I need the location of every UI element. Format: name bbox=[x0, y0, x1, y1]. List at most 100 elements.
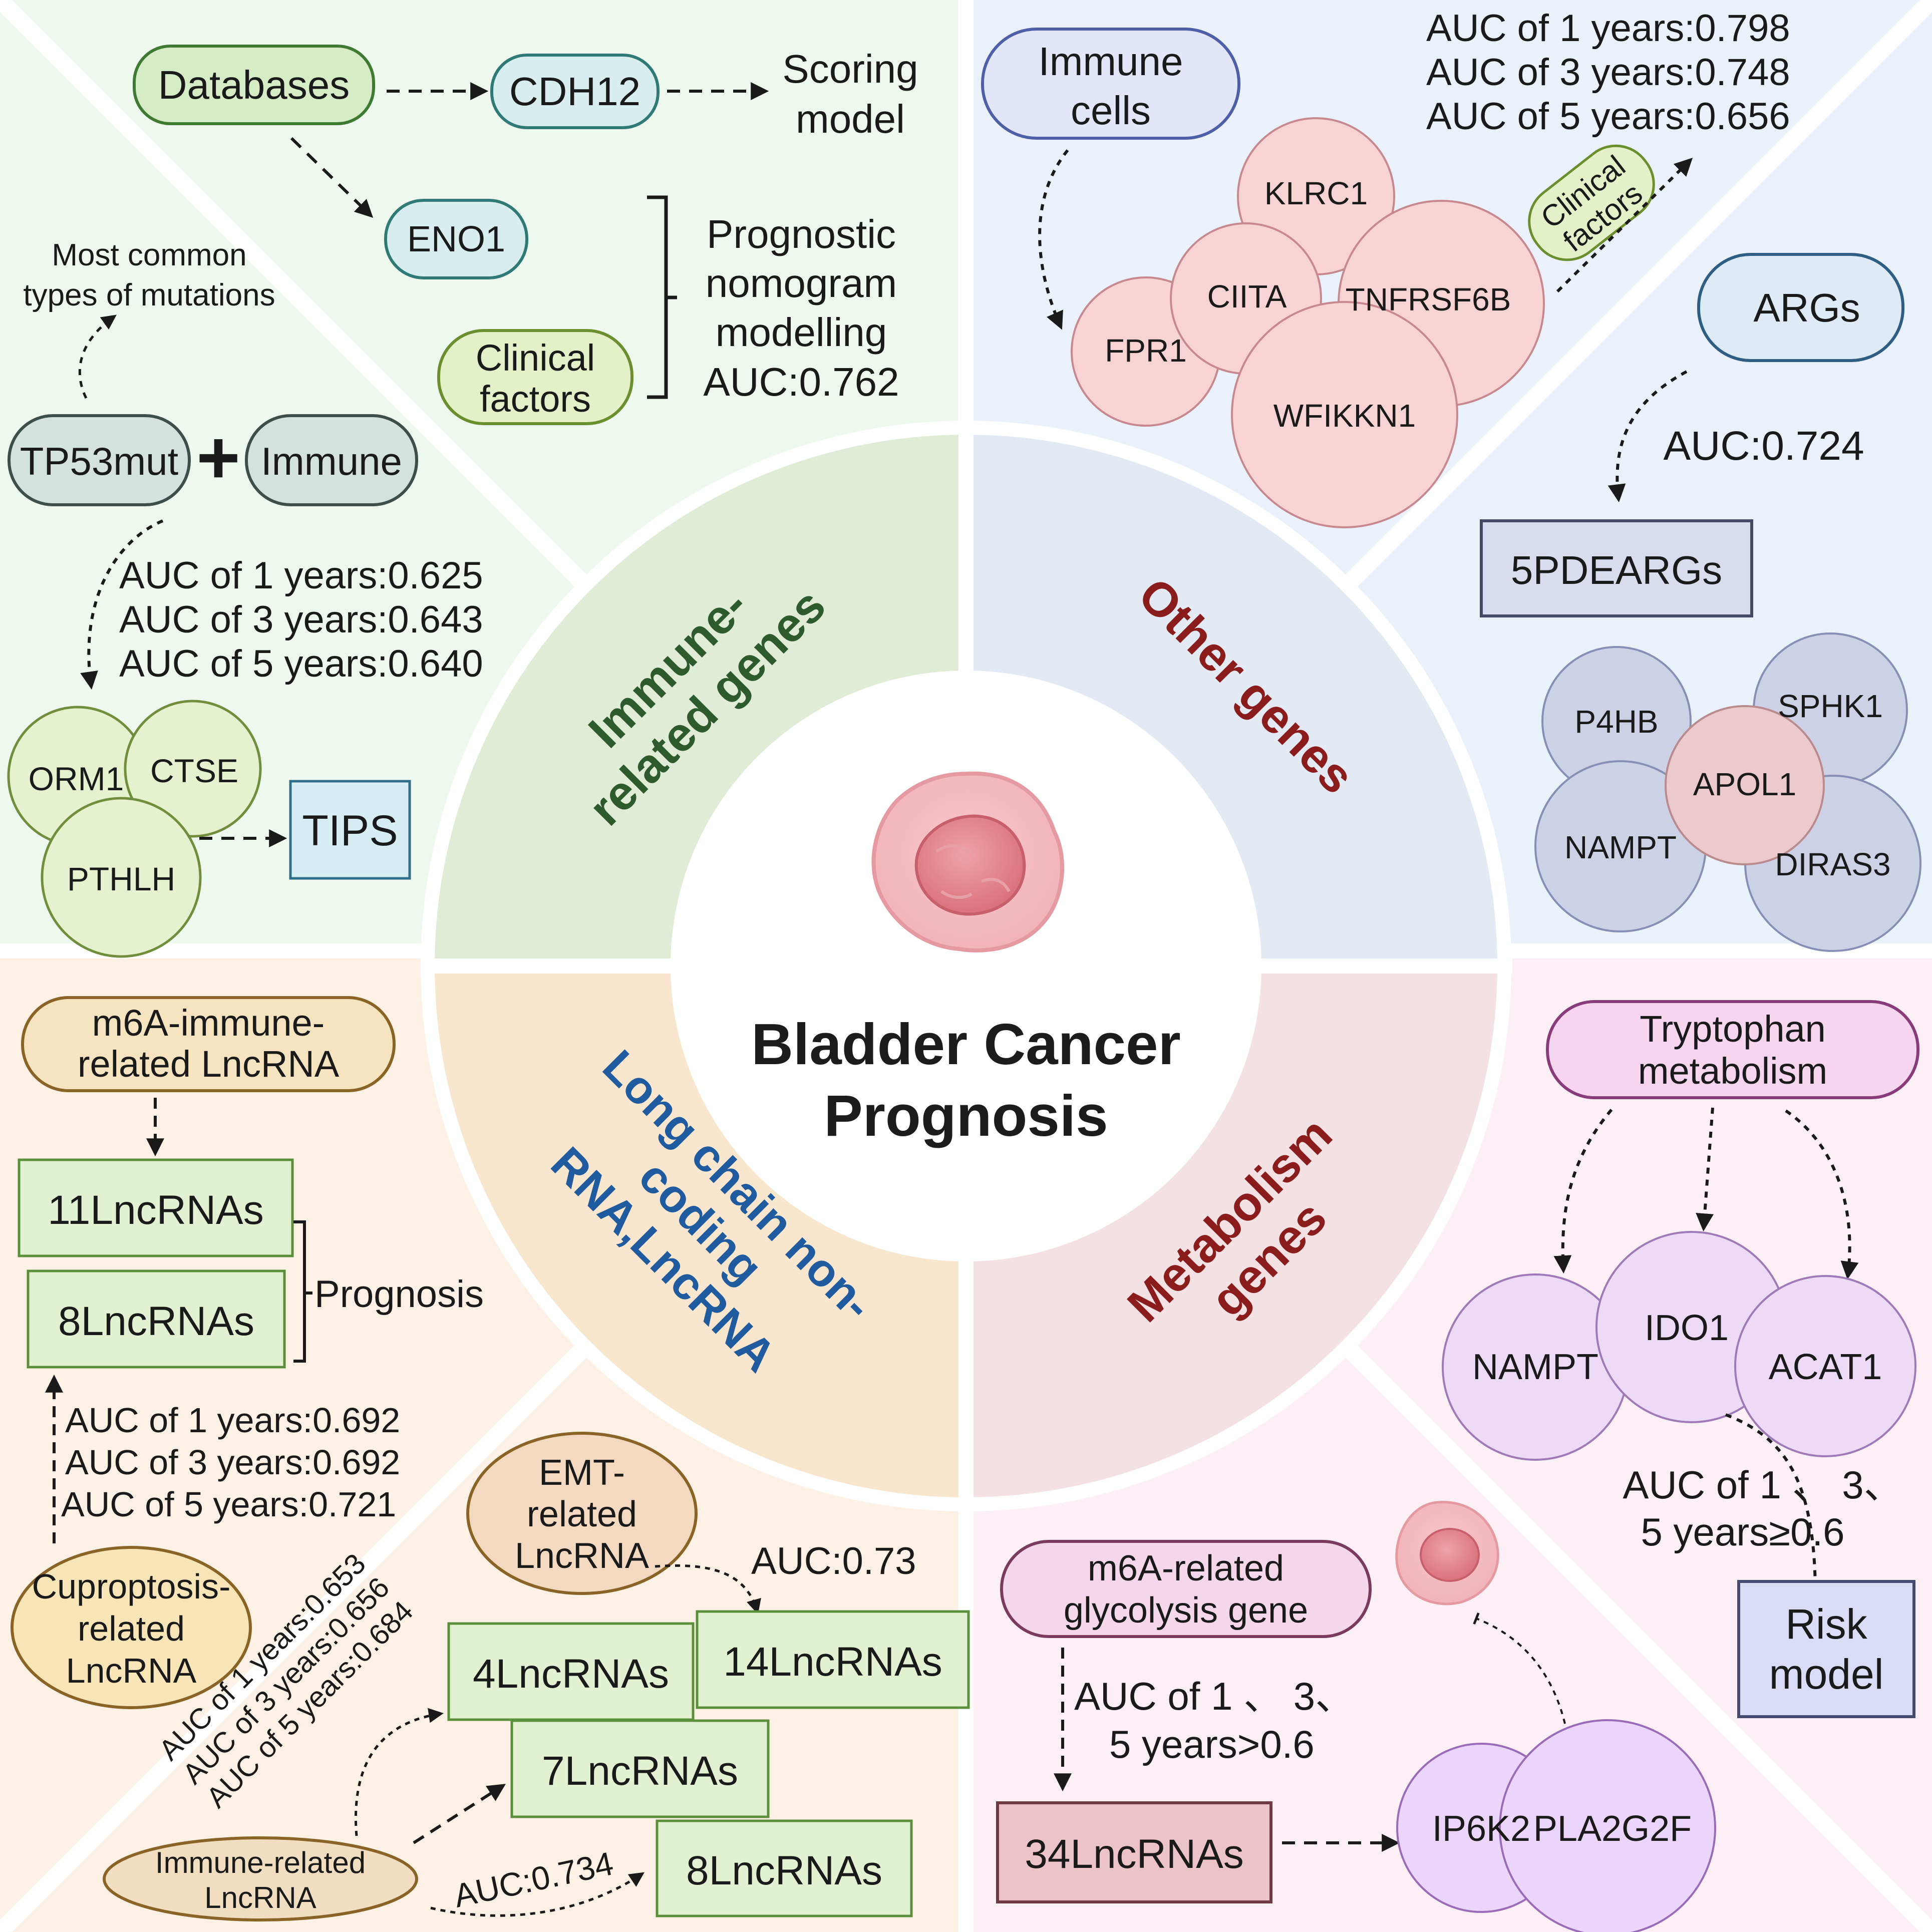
acat1-circle bbox=[1734, 1275, 1916, 1457]
immune-node-tl bbox=[245, 414, 418, 506]
br-m6a-auc-line1: AUC of 1 、 3、 bbox=[1074, 1674, 1354, 1718]
arrow-trp-nampt bbox=[1553, 1109, 1613, 1274]
args-label: ARGs bbox=[1753, 285, 1860, 330]
clinical-factors-node-tl bbox=[437, 329, 633, 425]
tl-auc-1: AUC of 1 years:0.625 bbox=[119, 554, 483, 597]
lnc8b-box bbox=[656, 1819, 913, 1917]
ctse-label: CTSE bbox=[150, 752, 238, 789]
prognosis-label: Prognosis bbox=[314, 1273, 484, 1316]
tl-auc-3: AUC of 5 years:0.640 bbox=[119, 642, 483, 685]
center-title-line2: Prognosis bbox=[824, 1083, 1108, 1148]
tips-label: TIPS bbox=[302, 807, 398, 855]
mutations-line2: types of mutations bbox=[23, 278, 275, 312]
cupro-line2: related bbox=[78, 1609, 185, 1648]
br-m6a-auc-line2: 5 years>0.6 bbox=[1109, 1722, 1315, 1766]
eno1-label: ENO1 bbox=[407, 219, 505, 259]
arrow-genes-risk bbox=[1725, 1413, 1825, 1609]
pla2g2f-label: PLA2G2F bbox=[1533, 1809, 1692, 1849]
bottom-right-content: Tryptophan metabolism NAMPT IDO1 ACAT1 A… bbox=[996, 1000, 1919, 1932]
immune-label-tl: Immune bbox=[261, 439, 402, 483]
emt-auc: AUC:0.73 bbox=[751, 1540, 916, 1582]
cdh12-node bbox=[490, 54, 660, 129]
args-auc: AUC:0.724 bbox=[1663, 423, 1864, 469]
lnc8a-box bbox=[27, 1269, 286, 1369]
arrow-tp53-genes bbox=[80, 519, 164, 690]
plus-sign: + bbox=[196, 415, 240, 499]
clinical-tl-line2: factors bbox=[480, 378, 591, 420]
nomogram-auc: AUC:0.762 bbox=[703, 360, 899, 404]
lnc34-box bbox=[996, 1801, 1272, 1903]
tr-auc-3: AUC of 5 years:0.656 bbox=[1426, 95, 1790, 138]
arrow-immune-4lnc bbox=[355, 1708, 444, 1836]
bl-auc-3: AUC of 5 years:0.721 bbox=[61, 1485, 396, 1524]
lnc14-label: 14LncRNAs bbox=[723, 1639, 942, 1685]
m6a-glycolysis-node bbox=[1000, 1540, 1372, 1638]
mutations-line1: Most common bbox=[52, 238, 246, 272]
m6a-immune-line2: related LncRNA bbox=[78, 1043, 340, 1085]
ip6k2-label: IP6K2 bbox=[1432, 1809, 1530, 1849]
immune-rel-line2: LncRNA bbox=[204, 1881, 316, 1914]
lnc8a-label: 8LncRNAs bbox=[58, 1299, 254, 1344]
m6a-gly-line1: m6A-related bbox=[1088, 1548, 1284, 1588]
diras3-label: DIRAS3 bbox=[1775, 846, 1890, 882]
br-auc-line1: AUC of 1 、 3、 bbox=[1623, 1463, 1902, 1507]
sphk1-label: SPHK1 bbox=[1778, 688, 1883, 724]
databases-node bbox=[133, 45, 375, 125]
pthlh-label: PTHLH bbox=[67, 860, 175, 897]
pdeargs-box bbox=[1480, 519, 1753, 617]
risk-model-box bbox=[1737, 1580, 1915, 1718]
bl-auc-2: AUC of 3 years:0.692 bbox=[65, 1443, 400, 1482]
lnc14-box bbox=[696, 1610, 970, 1709]
wfikkn1-label: WFIKKN1 bbox=[1273, 398, 1416, 434]
top-left-content: Databases CDH12 Scoring model ENO1 Clini… bbox=[7, 45, 918, 958]
arrow-emt-14lnc bbox=[655, 1564, 761, 1615]
br-gene-circles bbox=[1442, 1231, 1916, 1461]
p4hb-label: P4HB bbox=[1574, 704, 1658, 740]
tumor-cell-icon bbox=[871, 771, 1064, 952]
cuproptosis-node bbox=[11, 1546, 252, 1709]
klrc1-label: KLRC1 bbox=[1264, 175, 1368, 211]
nampt-tr-label: NAMPT bbox=[1564, 829, 1677, 865]
risk-line2: model bbox=[1769, 1651, 1884, 1698]
lnc11-box bbox=[18, 1158, 294, 1257]
small-tumor-cell-icon bbox=[1395, 1501, 1499, 1605]
tnfrsf6b-label: TNFRSF6B bbox=[1346, 281, 1511, 317]
immune-cells-node bbox=[981, 28, 1240, 140]
tips-box bbox=[289, 780, 411, 880]
clinical-tr-pill bbox=[1528, 144, 1655, 261]
apol1-label: APOL1 bbox=[1693, 766, 1796, 802]
bl-auc-1: AUC of 1 years:0.692 bbox=[65, 1401, 400, 1440]
tp53mut-label: TP53mut bbox=[20, 439, 179, 483]
m6a-immune-node bbox=[21, 996, 396, 1092]
cupro-line1: Cuproptosis- bbox=[32, 1567, 231, 1606]
emt-line2: related bbox=[527, 1494, 637, 1534]
apol1-circle bbox=[1665, 705, 1825, 865]
immune-cells-line2: cells bbox=[1071, 88, 1151, 133]
center-title-line1: Bladder Cancer bbox=[751, 1012, 1180, 1077]
bottom-left-content: m6A-immune- related LncRNA 11LncRNAs 8Ln… bbox=[11, 996, 970, 1921]
wfikkn1-circle bbox=[1231, 301, 1458, 528]
arrow-immune-cells-genes bbox=[1038, 149, 1069, 330]
lnc4-box bbox=[447, 1622, 695, 1721]
tr-gene-circles bbox=[1071, 117, 1545, 528]
tr-auc-2: AUC of 3 years:0.748 bbox=[1426, 51, 1790, 94]
immune-rel-line1: Immune-related bbox=[155, 1846, 366, 1879]
nomogram-line2: nomogram bbox=[706, 261, 897, 305]
m6a-gly-line2: glycolysis gene bbox=[1064, 1590, 1308, 1631]
fpr1-label: FPR1 bbox=[1105, 333, 1187, 369]
ciita-label: CIITA bbox=[1207, 278, 1287, 314]
pdeargs-label: 5PDEARGs bbox=[1511, 548, 1722, 592]
lnc4-label: 4LncRNAs bbox=[473, 1651, 669, 1697]
tryptophan-node bbox=[1546, 1000, 1919, 1099]
lnc34-label: 34LncRNAs bbox=[1025, 1831, 1244, 1877]
risk-line1: Risk bbox=[1785, 1600, 1867, 1648]
top-right-content: Immune cells AUC of 1 years:0.798 AUC of… bbox=[981, 7, 1921, 952]
br-auc-line2: 5 years≥0.6 bbox=[1641, 1510, 1844, 1554]
nomogram-bracket bbox=[647, 195, 677, 399]
trp-line1: Tryptophan bbox=[1640, 1008, 1826, 1050]
immune-cells-line1: Immune bbox=[1039, 39, 1183, 84]
tl-auc-2: AUC of 3 years:0.643 bbox=[119, 598, 483, 641]
ctse-circle bbox=[124, 700, 262, 838]
